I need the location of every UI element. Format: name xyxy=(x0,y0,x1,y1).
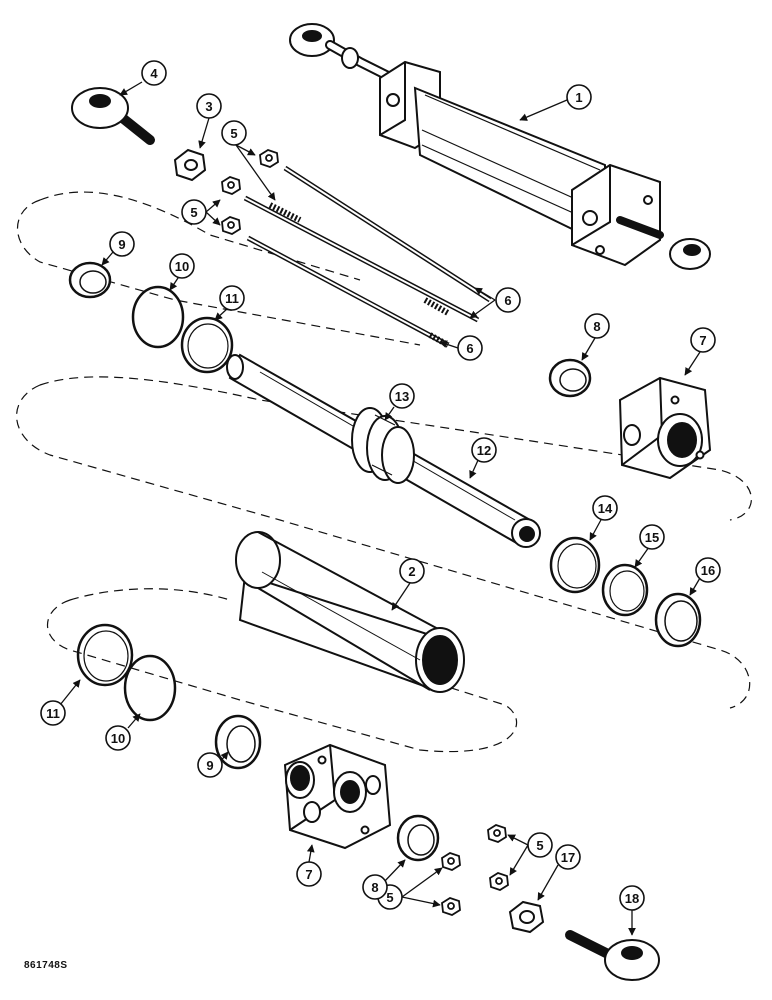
callout-2: 2 xyxy=(399,558,425,584)
callout-7b: 7 xyxy=(296,861,322,887)
svg-text:13: 13 xyxy=(395,389,409,404)
barrel-part-2 xyxy=(235,531,465,693)
svg-text:5: 5 xyxy=(190,205,197,220)
end-cap-part-7-top xyxy=(618,376,712,480)
svg-text:15: 15 xyxy=(645,530,659,545)
backup-ring-11-bottom xyxy=(76,623,134,687)
callout-18: 18 xyxy=(619,885,645,911)
svg-text:5: 5 xyxy=(386,890,393,905)
svg-text:7: 7 xyxy=(699,333,706,348)
callout-8a: 8 xyxy=(584,313,610,339)
svg-text:11: 11 xyxy=(46,706,60,721)
callout-10b: 10 xyxy=(105,725,131,751)
callout-3: 3 xyxy=(196,93,222,119)
svg-text:5: 5 xyxy=(230,126,237,141)
rod-eye-part-4 xyxy=(71,87,155,145)
jam-nut-part-17 xyxy=(508,900,545,934)
callout-11b: 11 xyxy=(40,700,66,726)
wiper-seal-9-top xyxy=(68,261,112,299)
callout-13: 13 xyxy=(389,383,415,409)
dashed-outline-middle xyxy=(16,376,752,709)
callout-11a: 11 xyxy=(219,285,245,311)
callout-14: 14 xyxy=(592,495,618,521)
callouts: 1 2 3 4 5 5 5 5 6 6 7 7 8 8 9 9 10 10 11… xyxy=(40,60,721,911)
tie-rods-part-6 xyxy=(243,165,492,348)
callout-6a: 6 xyxy=(495,287,521,313)
end-cap-part-7-bottom xyxy=(283,743,392,850)
svg-text:9: 9 xyxy=(118,237,125,252)
nut-5e xyxy=(441,852,461,871)
callout-15: 15 xyxy=(639,524,665,550)
callout-9b: 9 xyxy=(197,752,223,778)
nut-5b xyxy=(221,176,241,195)
callout-1: 1 xyxy=(566,84,592,110)
svg-text:11: 11 xyxy=(225,291,239,306)
nut-5a xyxy=(259,149,279,168)
nut-5c xyxy=(221,216,241,235)
svg-text:10: 10 xyxy=(111,731,125,746)
callout-5a: 5 xyxy=(221,120,247,146)
callout-16: 16 xyxy=(695,557,721,583)
callout-6b: 6 xyxy=(457,335,483,361)
ring-15 xyxy=(601,563,649,617)
dashed-outline-lower xyxy=(46,588,518,753)
wiper-seal-9-bottom xyxy=(214,714,262,770)
hex-nuts-part-5 xyxy=(221,149,509,916)
callout-9a: 9 xyxy=(109,231,135,257)
callout-8b: 8 xyxy=(362,874,388,900)
nut-5f xyxy=(489,872,509,891)
o-ring-10-top xyxy=(131,285,185,349)
callout-5b: 5 xyxy=(181,199,207,225)
callout-5c: 5 xyxy=(527,832,553,858)
svg-text:10: 10 xyxy=(175,259,189,274)
svg-text:12: 12 xyxy=(477,443,491,458)
o-ring-10-bottom xyxy=(123,654,177,722)
figure-reference-code: 861748S xyxy=(24,960,68,971)
nut-5d xyxy=(487,824,507,843)
assembled-cylinder-part-1 xyxy=(289,23,711,270)
piston-rod-part-12 xyxy=(226,353,541,548)
seal-8-top xyxy=(548,358,592,398)
svg-text:18: 18 xyxy=(625,891,639,906)
svg-text:5: 5 xyxy=(536,838,543,853)
leader-lines xyxy=(59,81,701,936)
dashed-outline-upper xyxy=(17,191,421,346)
svg-text:6: 6 xyxy=(504,293,511,308)
svg-text:14: 14 xyxy=(598,501,613,516)
svg-text:1: 1 xyxy=(575,90,582,105)
backup-ring-11-top xyxy=(180,316,234,374)
callout-17: 17 xyxy=(555,844,581,870)
seal-rings xyxy=(68,261,702,862)
ring-16 xyxy=(654,592,702,648)
callout-7a: 7 xyxy=(690,327,716,353)
callout-4: 4 xyxy=(141,60,167,86)
nut-5g xyxy=(441,897,461,916)
svg-text:8: 8 xyxy=(593,319,600,334)
svg-text:6: 6 xyxy=(466,341,473,356)
svg-text:16: 16 xyxy=(701,563,715,578)
svg-text:9: 9 xyxy=(206,758,213,773)
svg-text:2: 2 xyxy=(408,564,415,579)
rod-eye-part-18 xyxy=(565,930,660,981)
svg-text:3: 3 xyxy=(205,99,212,114)
svg-text:7: 7 xyxy=(305,867,312,882)
callout-10a: 10 xyxy=(169,253,195,279)
seal-8-bottom xyxy=(396,814,440,862)
piston-part-13 xyxy=(351,407,415,484)
ring-14 xyxy=(549,536,601,594)
seal-group-outlines xyxy=(16,191,752,753)
svg-text:8: 8 xyxy=(371,880,378,895)
jam-nut-part-3 xyxy=(173,148,207,182)
callout-12: 12 xyxy=(471,437,497,463)
svg-text:4: 4 xyxy=(150,66,158,81)
svg-text:17: 17 xyxy=(561,850,575,865)
